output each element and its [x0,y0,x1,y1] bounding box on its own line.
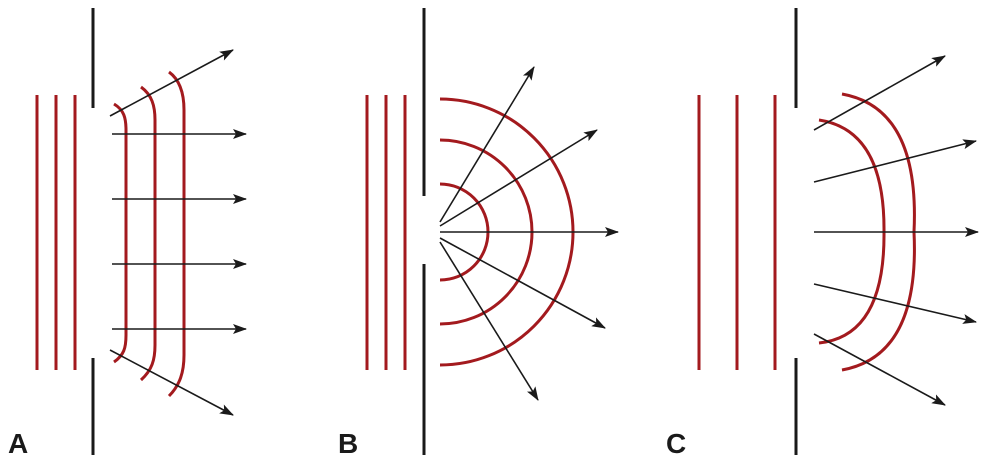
incident-wavefronts-c [697,95,777,370]
rays-c [813,55,979,406]
panel-b [365,8,619,455]
ray-arrow [813,139,977,183]
diffracted-wavefront [113,102,128,364]
panel-label-c: C [666,428,687,459]
ray-arrow [439,129,598,227]
incident-wavefronts-a [35,95,77,370]
ray-arrow [813,55,946,131]
panel-label-b: B [338,428,359,459]
rays-a [109,49,247,416]
ray-arrow [439,66,535,223]
ray-arrow [813,283,977,324]
panel-a [35,8,247,455]
panel-c [697,8,979,455]
ray-arrow [109,349,234,416]
diffracted-wavefront [167,70,186,398]
diffracted-wavefront [139,85,157,382]
ray-arrow [439,237,606,329]
diffracted-wavefronts-a [113,70,186,398]
ray-arrow [109,49,234,117]
rays-b [439,66,619,401]
ray-arrow [439,241,539,401]
ray-arrow [813,333,946,406]
incident-wavefronts-b [365,95,407,370]
panel-label-a: A [8,428,29,459]
